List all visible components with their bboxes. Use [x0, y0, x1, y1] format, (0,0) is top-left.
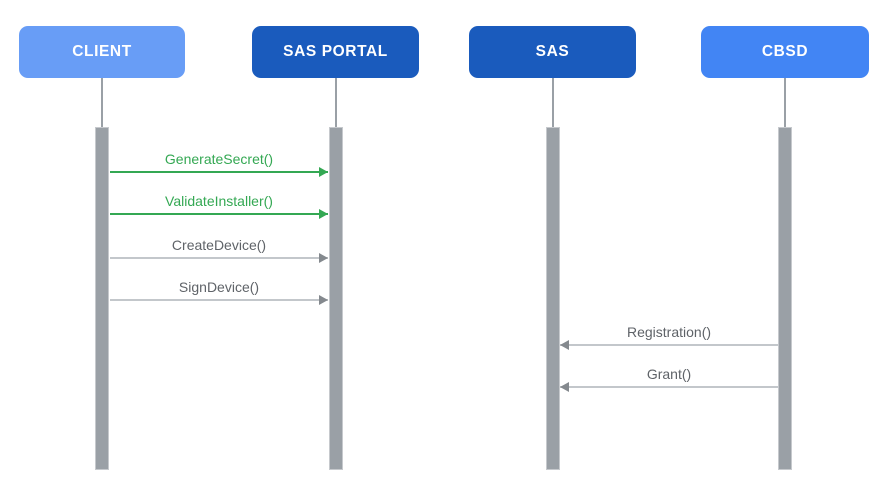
lifeline-client — [101, 78, 103, 128]
message-grant-line — [560, 382, 778, 392]
actor-label-sas: SAS — [535, 43, 570, 60]
message-validate-installer-label: ValidateInstaller() — [165, 193, 273, 209]
actor-label-client: CLIENT — [72, 43, 132, 60]
message-create-device-label: CreateDevice() — [171, 237, 267, 253]
actor-box-client: CLIENT — [19, 26, 185, 78]
actor-box-cbsd: CBSD — [701, 26, 869, 78]
actor-label-sas-portal: SAS PORTAL — [283, 43, 388, 60]
message-registration: Registration() — [560, 323, 778, 350]
activation-bar-sas-portal — [329, 127, 343, 470]
message-create-device: CreateDevice() — [110, 236, 328, 263]
actor-box-sas-portal: SAS PORTAL — [252, 26, 419, 78]
message-sign-device-line — [110, 295, 328, 305]
activation-bar-client — [95, 127, 109, 470]
message-sign-device-label: SignDevice() — [178, 279, 260, 295]
actor-label-cbsd: CBSD — [761, 43, 809, 60]
actor-box-sas: SAS — [469, 26, 636, 78]
lifeline-sas-portal — [335, 78, 337, 128]
activation-bar-cbsd — [778, 127, 792, 470]
message-sign-device: SignDevice() — [110, 278, 328, 305]
message-validate-installer: ValidateInstaller() — [110, 192, 328, 219]
message-generate-secret: GenerateSecret() — [110, 150, 328, 177]
lifeline-sas — [552, 78, 554, 128]
message-validate-installer-line — [110, 209, 328, 219]
message-registration-line — [560, 340, 778, 350]
arrowhead-left-icon — [560, 340, 569, 350]
message-grant: Grant() — [560, 365, 778, 392]
message-generate-secret-line — [110, 167, 328, 177]
arrowhead-left-icon — [560, 382, 569, 392]
lifeline-cbsd — [784, 78, 786, 128]
message-registration-label: Registration() — [626, 324, 712, 340]
arrowhead-right-icon — [319, 253, 328, 263]
arrowhead-right-icon — [319, 209, 328, 219]
arrowhead-right-icon — [319, 167, 328, 177]
arrowhead-right-icon — [319, 295, 328, 305]
activation-bar-sas — [546, 127, 560, 470]
message-generate-secret-label: GenerateSecret() — [164, 151, 274, 167]
message-create-device-line — [110, 253, 328, 263]
message-grant-label: Grant() — [646, 366, 692, 382]
